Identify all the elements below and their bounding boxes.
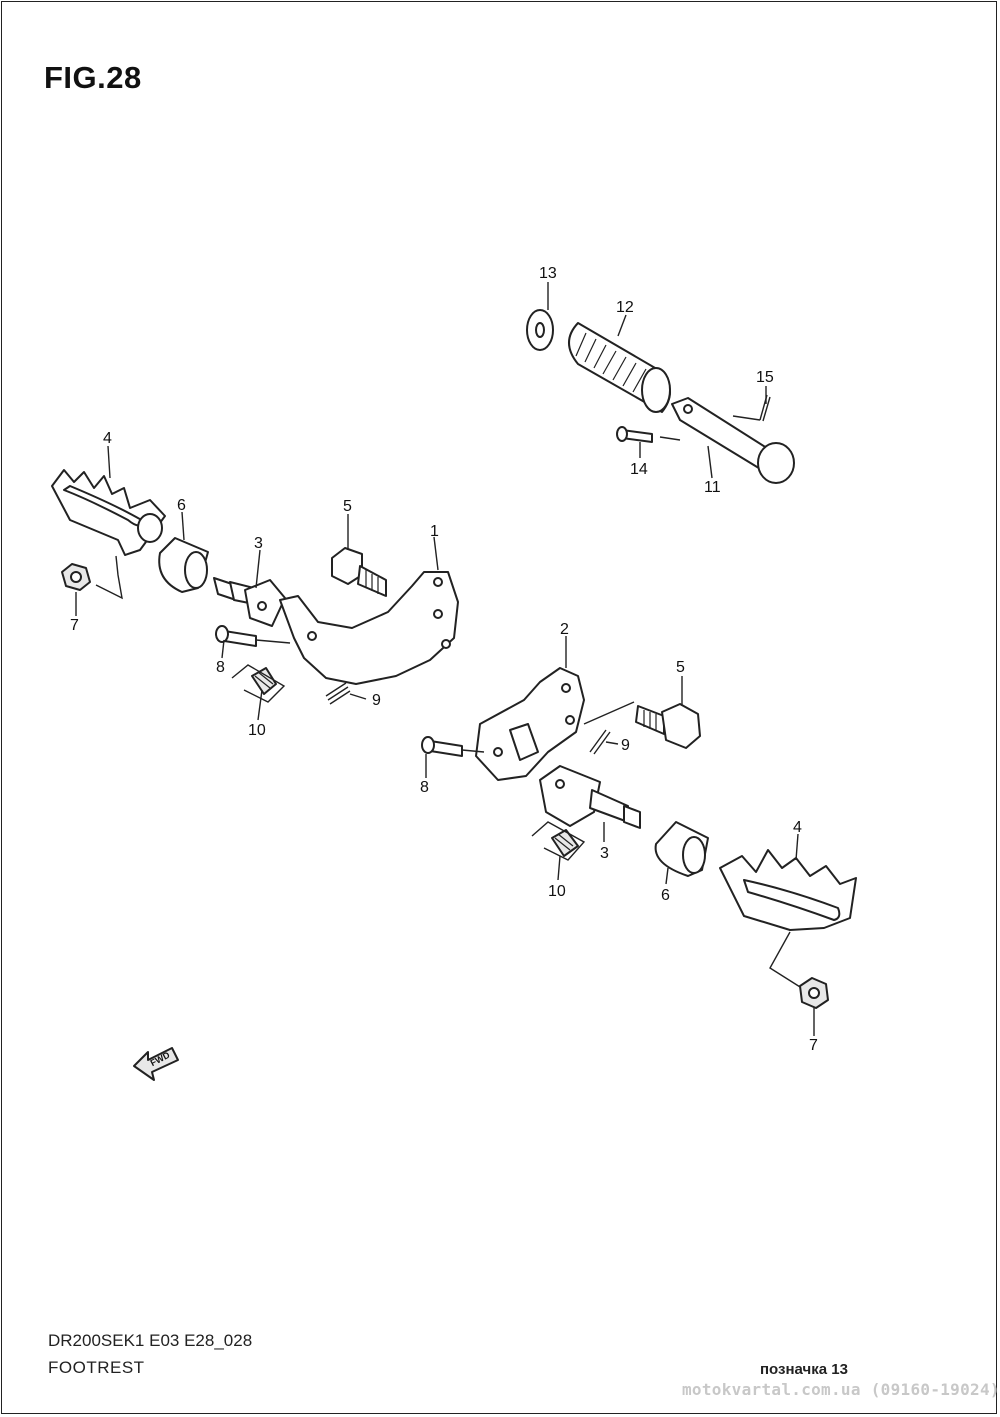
callout-3-right: 3 bbox=[600, 845, 609, 862]
leader-line bbox=[583, 701, 635, 725]
part-12-rubber-grip[interactable] bbox=[568, 322, 671, 413]
figure-title: FIG.28 bbox=[44, 60, 142, 95]
part-7-nut-right[interactable] bbox=[799, 977, 829, 1009]
callout-7-right: 7 bbox=[809, 1037, 818, 1054]
callout-15: 15 bbox=[756, 369, 774, 386]
callout-6-right: 6 bbox=[661, 887, 670, 904]
callout-7-left: 7 bbox=[70, 617, 79, 634]
callout-14: 14 bbox=[630, 461, 648, 478]
part-9-cotter-pin-right[interactable] bbox=[589, 729, 611, 755]
callout-leaders bbox=[75, 282, 815, 1036]
leader-line bbox=[769, 931, 809, 993]
callout-8-right: 8 bbox=[420, 779, 429, 796]
part-4-footrest-right[interactable] bbox=[719, 849, 857, 931]
part-8-bolt-left[interactable] bbox=[215, 625, 257, 647]
part-10-spring-left[interactable] bbox=[251, 667, 277, 695]
part-7-nut-left[interactable] bbox=[61, 563, 91, 591]
part-4-footrest-left[interactable] bbox=[51, 469, 166, 556]
callout-5-right: 5 bbox=[676, 659, 685, 676]
callout-4-left: 4 bbox=[103, 430, 112, 447]
diagram-code: DR200SEK1 E03 E28_028 bbox=[48, 1331, 253, 1350]
leader-line bbox=[461, 749, 485, 753]
leader-line bbox=[255, 639, 291, 644]
callout-8-left: 8 bbox=[216, 659, 225, 676]
part-9-cotter-pin-left[interactable] bbox=[325, 682, 351, 705]
part-3-footrest-bracket-left[interactable] bbox=[213, 577, 286, 627]
part-13-washer[interactable] bbox=[526, 309, 554, 351]
watermark-text: motokvartal.com.ua (09160-19024) bbox=[682, 1380, 1000, 1399]
part-14-pin[interactable] bbox=[616, 426, 653, 443]
callout-9-left: 9 bbox=[372, 692, 381, 709]
part-15-cotter-pin[interactable] bbox=[732, 394, 771, 422]
part-3-footrest-bracket-right[interactable] bbox=[539, 765, 641, 829]
mark-label: позначка 13 bbox=[760, 1361, 848, 1378]
part-11-passenger-footrest[interactable] bbox=[671, 397, 795, 484]
callout-10-right: 10 bbox=[548, 883, 566, 900]
part-6-bushing-left[interactable] bbox=[158, 537, 209, 593]
callout-labels: 13 12 15 14 11 4 6 3 5 1 7 8 9 10 2 5 9 … bbox=[70, 265, 818, 1054]
leader-line bbox=[231, 664, 286, 703]
part-5-bolt-left[interactable] bbox=[331, 547, 387, 597]
callout-11: 11 bbox=[704, 479, 721, 496]
callout-4-right: 4 bbox=[793, 819, 802, 836]
section-title: FOOTREST bbox=[48, 1358, 145, 1377]
callout-12: 12 bbox=[616, 299, 634, 316]
part-6-bushing-right[interactable] bbox=[654, 821, 709, 877]
leader-line bbox=[95, 555, 123, 600]
callout-6-left: 6 bbox=[177, 497, 186, 514]
part-8-bolt-right[interactable] bbox=[421, 736, 463, 757]
part-10-spring-right[interactable] bbox=[551, 829, 579, 857]
leader-line bbox=[659, 436, 681, 441]
part-1-bracket-left[interactable] bbox=[279, 571, 459, 685]
part-5-bolt-right[interactable] bbox=[635, 703, 701, 749]
callout-10-left: 10 bbox=[248, 722, 266, 739]
callout-13: 13 bbox=[539, 265, 557, 282]
callout-3-left: 3 bbox=[254, 535, 263, 552]
callout-9-right: 9 bbox=[621, 737, 630, 754]
callout-2: 2 bbox=[560, 621, 569, 638]
fwd-arrow-icon: FWD bbox=[133, 1047, 179, 1081]
callout-5-left: 5 bbox=[343, 498, 352, 515]
callout-1: 1 bbox=[430, 523, 439, 540]
part-2-bracket-right[interactable] bbox=[475, 667, 585, 781]
